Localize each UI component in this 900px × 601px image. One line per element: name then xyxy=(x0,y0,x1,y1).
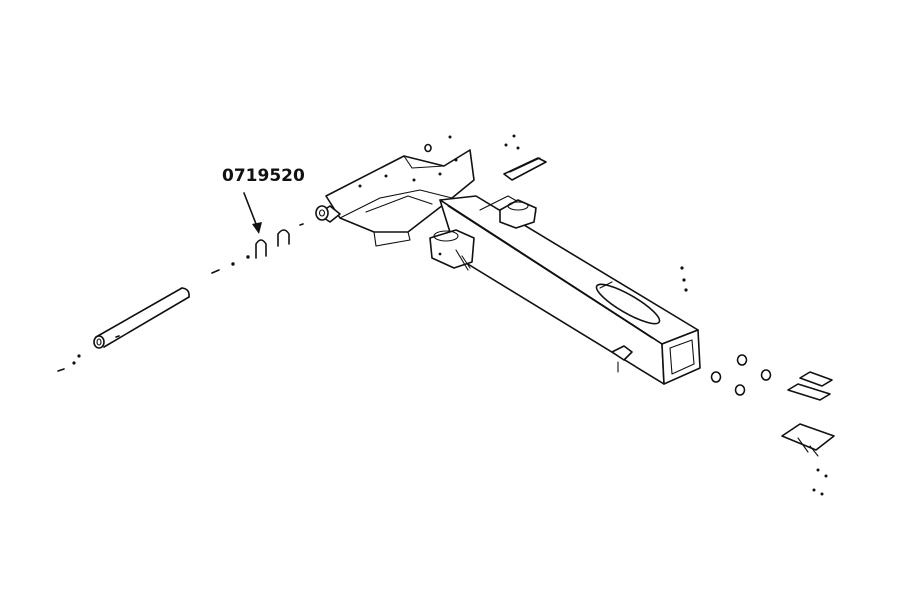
hairpin-clips xyxy=(255,229,290,259)
long-pin xyxy=(93,287,190,349)
right-hardware xyxy=(680,266,835,496)
callout-arrow xyxy=(243,192,262,234)
hardware-row xyxy=(211,223,304,274)
frame-plate xyxy=(325,149,475,247)
pin-hardware xyxy=(57,335,120,372)
beam-bracket xyxy=(429,229,475,271)
pivot-tube xyxy=(315,205,341,223)
beam-lug xyxy=(611,345,633,373)
part-number-label: 0719520 xyxy=(222,166,305,186)
beam-fitting xyxy=(499,199,537,229)
main-beam xyxy=(439,195,701,385)
plate-hardware xyxy=(424,134,547,181)
